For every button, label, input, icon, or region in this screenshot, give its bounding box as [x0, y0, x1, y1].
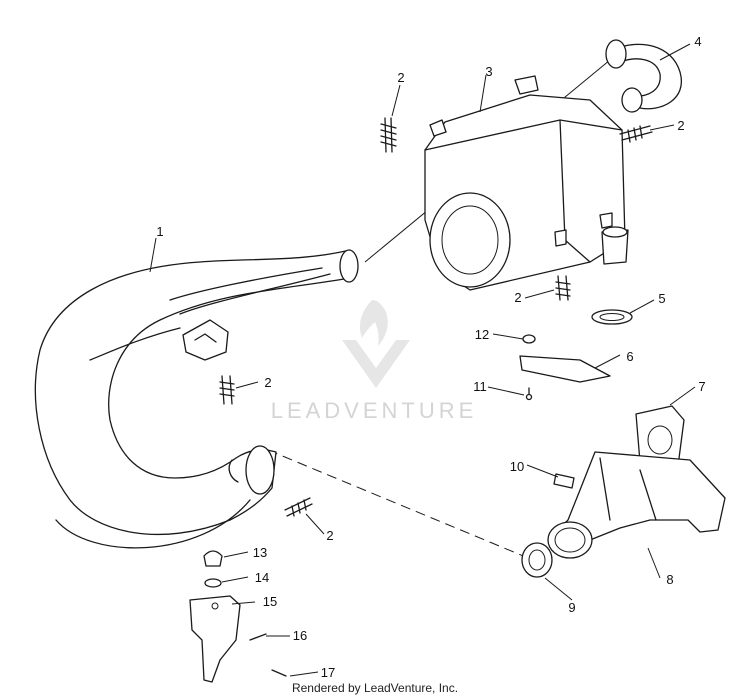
- gasket-ring: [591, 309, 633, 325]
- callout-12: 12: [475, 327, 489, 342]
- callout-15: 15: [263, 594, 277, 609]
- callout-9: 9: [568, 600, 575, 615]
- watermark-text: LEADVENTURE: [271, 398, 478, 423]
- muffler: [424, 75, 629, 291]
- callout-5: 5: [658, 291, 665, 306]
- callout-2: 2: [677, 118, 684, 133]
- callout-10: 10: [510, 459, 524, 474]
- callout-1: 1: [156, 224, 163, 239]
- callout-14: 14: [255, 570, 269, 585]
- springs: [219, 117, 653, 517]
- callout-labels: 1 2 2 2 2 2 3 4 5 6 7 8 9 10 11 12 13 14…: [156, 34, 705, 680]
- manifold-bolt: [553, 473, 575, 489]
- callout-11: 11: [473, 379, 487, 394]
- bracket-plate: [519, 334, 611, 401]
- leader-lines: [149, 43, 696, 677]
- callout-2: 2: [264, 375, 271, 390]
- callout-6: 6: [626, 349, 633, 364]
- callout-8: 8: [666, 572, 673, 587]
- coupler-ring: [521, 542, 553, 578]
- callout-2: 2: [514, 290, 521, 305]
- watermark: LEADVENTURE: [271, 300, 478, 423]
- callout-7: 7: [698, 379, 705, 394]
- callout-13: 13: [253, 545, 267, 560]
- mount-assembly: [189, 550, 287, 683]
- exhaust-manifold: [547, 451, 726, 559]
- render-credit: Rendered by LeadVenture, Inc.: [291, 681, 459, 695]
- callout-2: 2: [397, 70, 404, 85]
- callout-3: 3: [485, 64, 492, 79]
- exhaust-pipe: [34, 249, 359, 549]
- elbow-tube: [605, 39, 683, 113]
- callout-4: 4: [694, 34, 701, 49]
- callout-2: 2: [326, 528, 333, 543]
- callout-16: 16: [293, 628, 307, 643]
- callout-17: 17: [321, 665, 335, 680]
